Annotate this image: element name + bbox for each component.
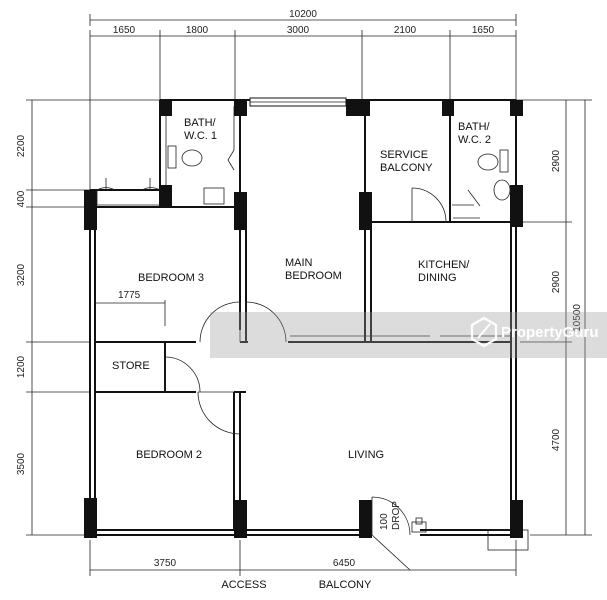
service-balcony-label-line2: BALCONY — [380, 162, 433, 174]
bath2-label-line2: W.C. 2 — [458, 134, 491, 146]
bottom-segment-2: 6450 — [333, 558, 356, 569]
columns — [84, 100, 523, 538]
service-balcony-label-line1: SERVICE — [380, 149, 428, 161]
living-label: LIVING — [348, 449, 384, 461]
bath1-label-line2: W.C. 1 — [184, 130, 217, 142]
left-segment-4: 1200 — [16, 355, 27, 378]
top-segment-5: 1650 — [472, 25, 495, 36]
top-segment-1: 1650 — [113, 25, 136, 36]
left-dimensions: 2200 400 3200 1200 3500 — [16, 99, 160, 536]
bath1-label-line1: BATH/ — [184, 117, 217, 129]
main-bedroom-label-line1: MAIN — [285, 257, 313, 269]
left-segment-3: 3200 — [16, 263, 27, 286]
bath2-label-line1: BATH/ — [458, 121, 491, 133]
top-segment-3: 3000 — [287, 25, 310, 36]
right-segment-1: 2900 — [551, 149, 562, 172]
bedroom2-label: BEDROOM 2 — [136, 449, 202, 461]
left-segment-5: 3500 — [16, 452, 27, 475]
watermark-text: PropertyGuru — [501, 324, 599, 341]
bedroom3-inner-dimension: 1775 — [118, 290, 141, 301]
overall-width-label: 10200 — [289, 9, 317, 20]
right-segment-3: 4700 — [551, 428, 562, 451]
overall-height-label: 10500 — [572, 304, 583, 332]
kitchen-label-line1: KITCHEN/ — [418, 259, 470, 271]
room-labels: BATH/ W.C. 1 BATH/ W.C. 2 SERVICE BALCON… — [112, 117, 491, 530]
doors — [96, 149, 481, 571]
top-segment-2: 1800 — [186, 25, 209, 36]
main-bedroom-label-line2: BEDROOM — [285, 270, 342, 282]
bottom-dimensions: 3750 6450 ACCESS BALCONY — [89, 540, 517, 591]
drop-label: DROP — [391, 501, 402, 530]
kitchen-label-line2: DINING — [418, 272, 457, 284]
fixtures — [167, 145, 511, 533]
drop-value: 100 — [379, 513, 390, 530]
left-segment-2: 400 — [16, 190, 27, 207]
right-segment-2: 2900 — [551, 270, 562, 293]
balcony-label: BALCONY — [319, 579, 372, 591]
access-label: ACCESS — [221, 579, 266, 591]
bottom-segment-1: 3750 — [154, 558, 177, 569]
store-label: STORE — [112, 360, 150, 372]
left-segment-1: 2200 — [16, 134, 27, 157]
right-dimensions: 2900 2900 4700 10500 — [516, 99, 592, 536]
top-segment-4: 2100 — [394, 25, 417, 36]
watermark-logo-icon — [470, 316, 498, 348]
bedroom3-label: BEDROOM 3 — [138, 272, 204, 284]
top-dimensions: 10200 1650 1800 3000 2100 1650 — [89, 9, 517, 200]
watermark: PropertyGuru — [210, 312, 607, 358]
